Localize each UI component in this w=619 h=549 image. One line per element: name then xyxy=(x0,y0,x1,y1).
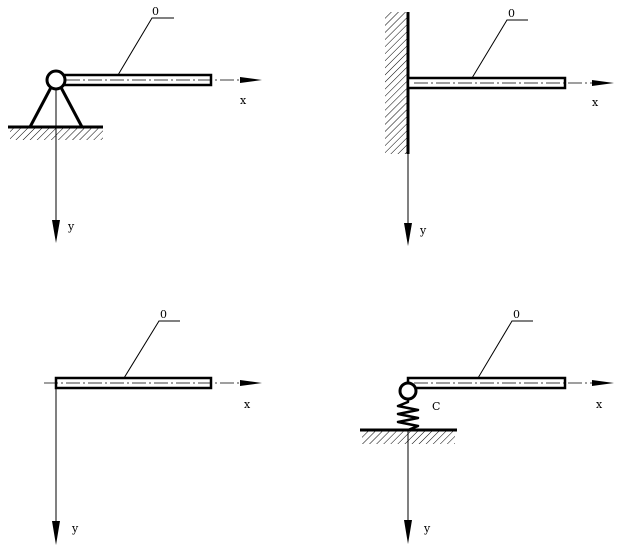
x-axis-label: x xyxy=(240,94,247,107)
beam-label: 0 xyxy=(513,308,520,321)
x-axis-label: x xyxy=(592,96,599,109)
ground-hatch xyxy=(10,128,103,140)
y-axis-arrow xyxy=(52,220,60,243)
x-axis-label: x xyxy=(596,398,603,411)
y-axis-label: y xyxy=(67,220,75,233)
panel-spring: y C x 0 xyxy=(360,308,614,544)
x-axis-arrow xyxy=(240,380,262,386)
spring-label: C xyxy=(432,400,440,413)
y-axis-label: y xyxy=(71,522,79,535)
y-axis-arrow xyxy=(404,223,412,246)
beam-leader-line xyxy=(471,19,528,79)
beam-leader-line xyxy=(477,320,533,379)
x-axis-arrow xyxy=(240,77,262,83)
y-axis-arrow xyxy=(52,521,60,545)
y-axis-arrow xyxy=(404,520,412,544)
panel-pinned: y x 0 xyxy=(8,5,262,243)
beam-label: 0 xyxy=(160,308,167,321)
beam-label: 0 xyxy=(152,5,159,18)
wall-hatch xyxy=(385,12,407,154)
beam-leader-line xyxy=(117,17,174,76)
x-axis-arrow xyxy=(592,80,614,86)
spring-coil xyxy=(396,396,420,432)
y-axis-label: y xyxy=(419,224,427,237)
beam-leader-line xyxy=(123,320,180,379)
pin-joint xyxy=(45,69,67,91)
spring-joint xyxy=(398,381,418,401)
panel-clamped: y x 0 xyxy=(385,7,614,246)
panel-free: y x 0 xyxy=(44,308,262,545)
y-axis-label: y xyxy=(423,522,431,535)
x-axis-label: x xyxy=(244,398,251,411)
x-axis-arrow xyxy=(592,380,614,386)
beam-label: 0 xyxy=(508,7,515,20)
